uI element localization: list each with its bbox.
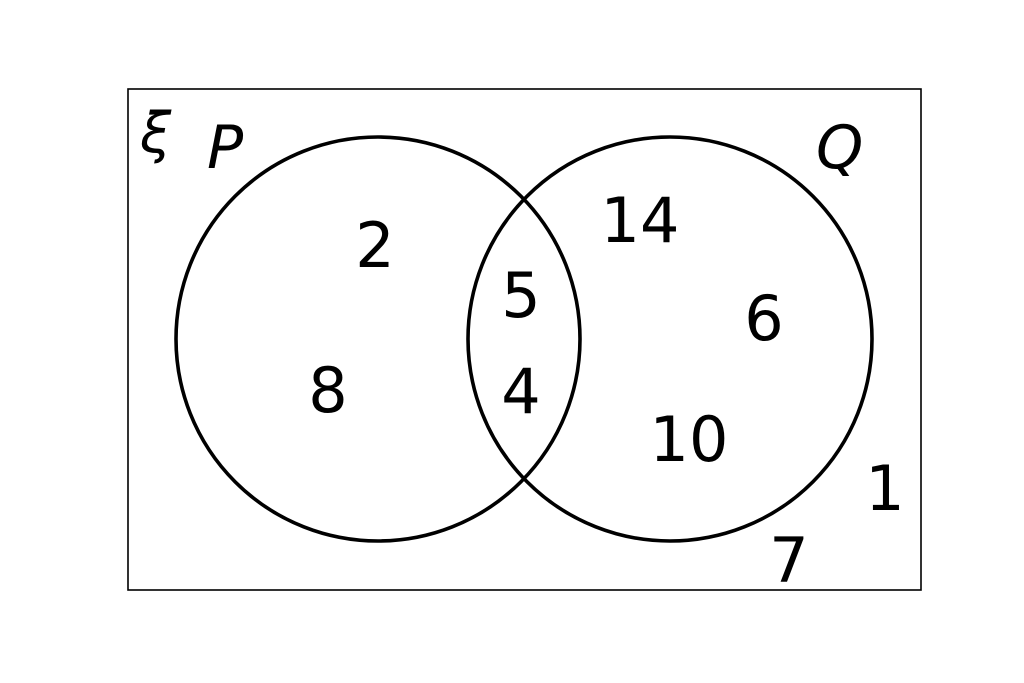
set-p-circle [174, 135, 582, 543]
q-only-value: 6 [744, 282, 783, 355]
p-only-value: 8 [308, 354, 347, 427]
set-p-label: P [207, 113, 244, 183]
universal-set-rectangle [127, 88, 922, 591]
universal-set-label: ξ [139, 101, 172, 166]
intersection-value: 5 [501, 259, 540, 332]
q-only-value: 14 [601, 184, 680, 257]
p-only-value: 2 [355, 209, 394, 282]
intersection-value: 4 [501, 355, 540, 428]
set-q-circle [466, 135, 874, 543]
outside-value: 7 [769, 524, 808, 597]
set-q-label: Q [816, 113, 863, 183]
q-only-value: 10 [650, 403, 729, 476]
outside-value: 1 [865, 452, 904, 525]
